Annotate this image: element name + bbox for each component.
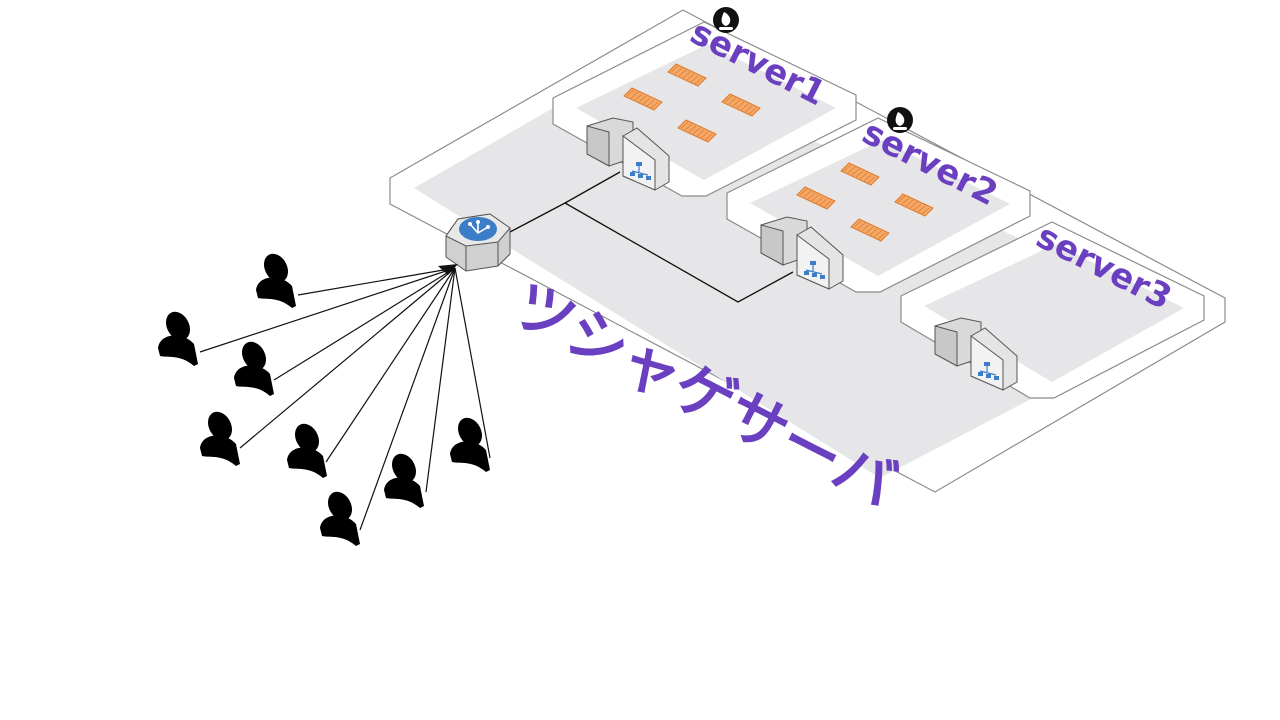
user-icon (234, 337, 274, 396)
user-icon (256, 249, 296, 308)
user-connection-lines (199, 267, 491, 531)
user-icon (200, 407, 240, 466)
network-router-icon[interactable] (445, 213, 511, 272)
arrow-head-icon (438, 264, 458, 275)
users-group (158, 249, 490, 546)
network-links (509, 171, 794, 303)
user-icon (287, 419, 327, 478)
user-icon (384, 449, 424, 508)
user-icon (158, 307, 198, 366)
user-icon (320, 487, 360, 546)
cluster-outline (389, 9, 1226, 493)
